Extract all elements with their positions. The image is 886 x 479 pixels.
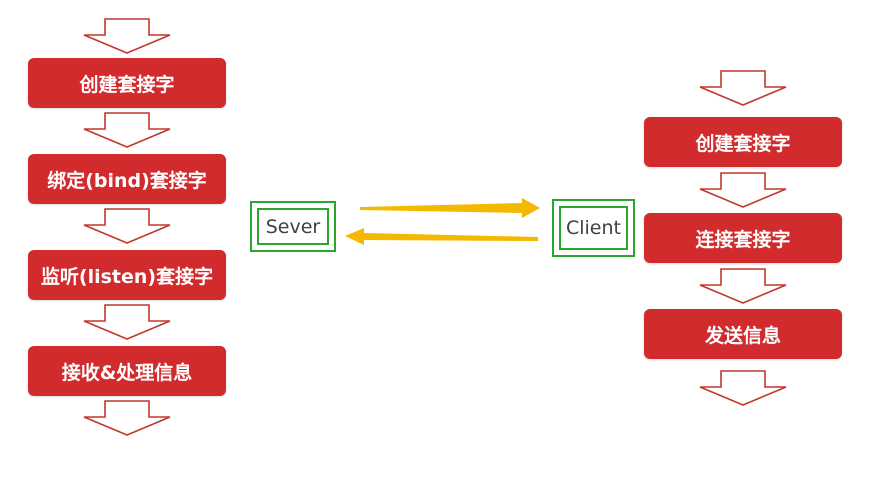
client-step-create-socket: 创建套接字 — [644, 117, 842, 167]
down-arrow-icon — [82, 208, 172, 244]
arrow-server-to-client-icon — [360, 198, 540, 218]
client-step-label: 发送信息 — [704, 324, 781, 347]
client-step-send-message: 发送信息 — [644, 309, 842, 359]
server-step-label: 监听(listen)套接字 — [40, 265, 214, 288]
server-step-bind-socket: 绑定(bind)套接字 — [28, 154, 226, 204]
down-arrow-icon — [82, 112, 172, 148]
server-node: Sever — [250, 201, 336, 252]
client-node: Client — [552, 199, 635, 257]
server-step-label: 接收&处理信息 — [61, 361, 193, 384]
server-step-label: 创建套接字 — [79, 73, 175, 96]
down-arrow-icon — [698, 370, 788, 406]
server-step-label: 绑定(bind)套接字 — [47, 169, 207, 192]
client-node-label: Client — [559, 206, 628, 250]
server-node-label: Sever — [257, 208, 329, 245]
down-arrow-icon — [82, 18, 172, 54]
arrow-client-to-server-icon — [345, 228, 538, 245]
client-step-label: 创建套接字 — [695, 132, 791, 155]
client-step-label: 连接套接字 — [695, 228, 791, 251]
server-step-create-socket: 创建套接字 — [28, 58, 226, 108]
down-arrow-icon — [698, 70, 788, 106]
server-step-receive-process: 接收&处理信息 — [28, 346, 226, 396]
down-arrow-icon — [698, 172, 788, 208]
down-arrow-icon — [82, 400, 172, 436]
client-step-connect-socket: 连接套接字 — [644, 213, 842, 263]
down-arrow-icon — [82, 304, 172, 340]
server-step-listen-socket: 监听(listen)套接字 — [28, 250, 226, 300]
down-arrow-icon — [698, 268, 788, 304]
